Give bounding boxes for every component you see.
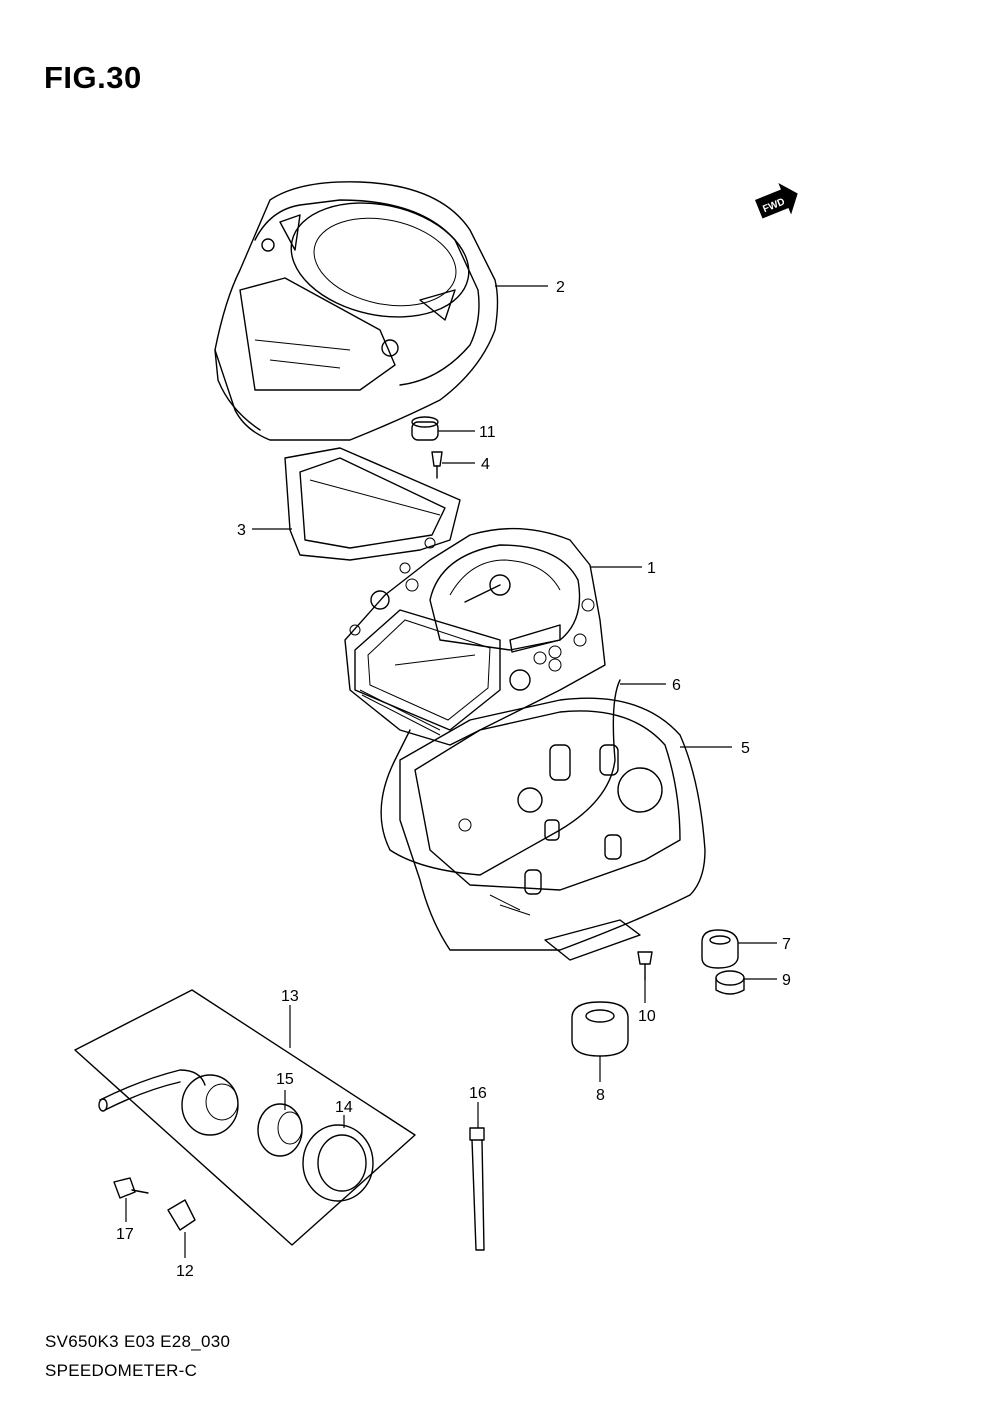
callout-8: 8: [596, 1087, 605, 1104]
callout-10: 10: [638, 1008, 656, 1025]
callout-2: 2: [556, 279, 565, 296]
grommet-part-11: [411, 416, 439, 441]
callout-5: 5: [741, 740, 750, 757]
callout-15: 15: [276, 1071, 294, 1088]
meter-assembly-part: [344, 527, 606, 746]
wire-part: [380, 679, 621, 876]
callout-13: 13: [281, 988, 299, 1005]
grommet-part-7: [701, 929, 739, 969]
collar-part-9: [715, 970, 745, 995]
ring-part-14: [302, 1124, 374, 1202]
callout-16: 16: [469, 1085, 487, 1102]
callout-7: 7: [782, 936, 791, 953]
bolt-part-10: [637, 951, 653, 981]
bulb-part-15: [257, 1103, 303, 1157]
meter-case-part: [399, 697, 706, 961]
cushion-part-8: [571, 1001, 629, 1057]
bolt-part-17: [113, 1177, 149, 1199]
callout-12: 12: [176, 1263, 194, 1280]
model-code: SV650K3 E03 E28_030: [45, 1332, 231, 1351]
callout-3: 3: [237, 522, 246, 539]
callout-labels: 2 11 4 3 1 6 5 7 9 10 8 13 15 14 16 17 1…: [116, 279, 791, 1280]
leader-lines: [125, 285, 777, 1258]
clip-part-12: [167, 1199, 196, 1231]
bulb-kit-box: [74, 989, 416, 1246]
diagram-name: SPEEDOMETER-C: [45, 1361, 198, 1380]
fwd-arrow-icon: FWD: [755, 183, 798, 219]
callout-6: 6: [672, 677, 681, 694]
callout-17: 17: [116, 1226, 134, 1243]
meter-lens-part: [284, 447, 461, 561]
socket-part: [98, 1069, 239, 1136]
screw-part-4: [431, 451, 443, 479]
cable-tie-part-16: [469, 1127, 485, 1251]
meter-cover-part: [214, 181, 499, 441]
figure-title: FIG.30: [44, 60, 142, 95]
callout-1: 1: [647, 560, 656, 577]
callout-9: 9: [782, 972, 791, 989]
callout-4: 4: [481, 456, 490, 473]
callout-14: 14: [335, 1099, 353, 1116]
callout-11: 11: [479, 424, 496, 441]
